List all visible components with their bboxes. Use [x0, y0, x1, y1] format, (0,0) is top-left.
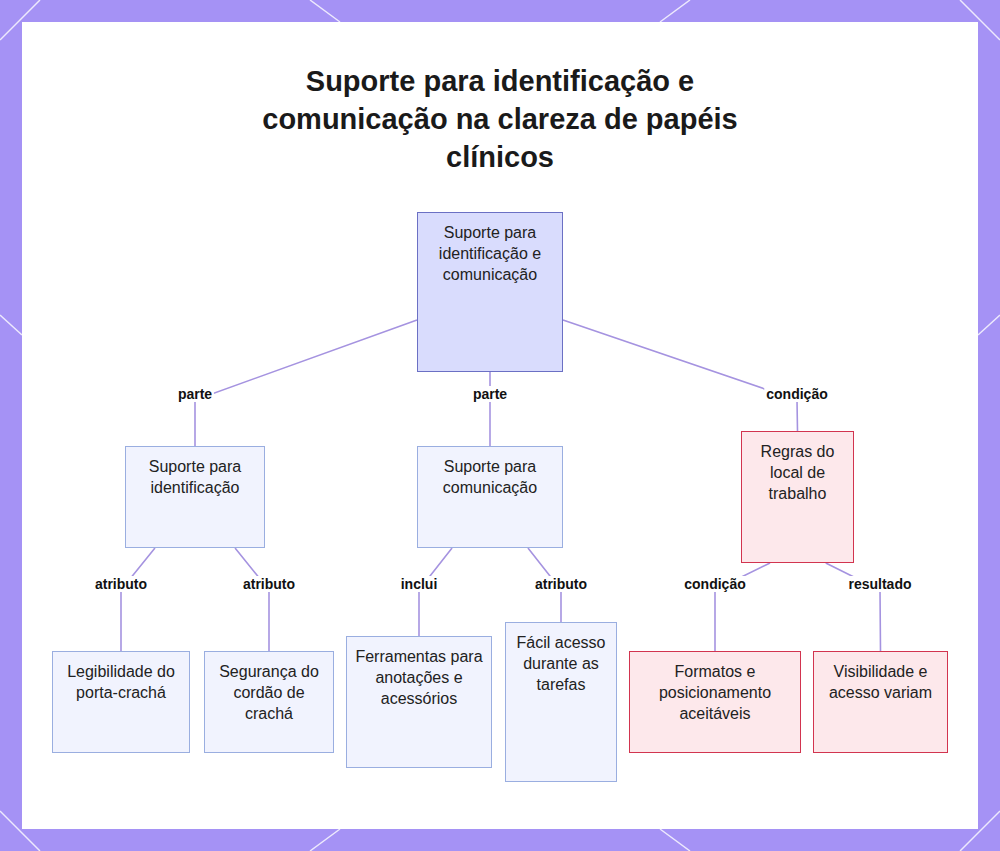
edge-label: condição — [682, 576, 747, 592]
concept-box: Suporte para identificação — [125, 446, 265, 548]
node-label: Formatos e posicionamento aceitáveis — [636, 661, 794, 724]
node-label: Visibilidade e acesso variam — [820, 661, 941, 703]
node-label: Suporte para identificação — [132, 456, 258, 498]
condition-box: Formatos e posicionamento aceitáveis — [629, 651, 801, 753]
edge-label: parte — [176, 386, 214, 402]
root-concept-box: Suporte para identificação e comunicação — [417, 212, 563, 372]
concept-box: Fácil acesso durante as tarefas — [505, 622, 617, 782]
concept-box: Suporte para comunicação — [417, 446, 563, 548]
concept-box: Segurança do cordão de crachá — [204, 651, 334, 753]
edge-label: inclui — [399, 576, 440, 592]
edge-label: atributo — [93, 576, 149, 592]
node-label: Fácil acesso durante as tarefas — [512, 632, 610, 695]
connector-line — [563, 320, 798, 431]
diagram-title: Suporte para identificação e comunicação… — [230, 62, 770, 176]
edge-label: atributo — [533, 576, 589, 592]
connector-line — [195, 320, 417, 446]
node-label: Regras do local de trabalho — [748, 441, 847, 504]
connector-line — [489, 372, 491, 446]
condition-box: Regras do local de trabalho — [741, 431, 854, 563]
edge-label: condição — [764, 386, 829, 402]
edge-label: parte — [471, 386, 509, 402]
edge-label: atributo — [241, 576, 297, 592]
node-label: Segurança do cordão de crachá — [211, 661, 327, 724]
node-label: Suporte para comunicação — [424, 456, 556, 498]
connector-line — [419, 548, 452, 636]
connector-line — [121, 548, 155, 651]
node-label: Ferramentas para anotações e acessórios — [353, 646, 485, 709]
node-label: Legibilidade do porta-crachá — [59, 661, 183, 703]
connector-line — [235, 548, 269, 651]
edge-label: resultado — [846, 576, 913, 592]
concept-box: Ferramentas para anotações e acessórios — [346, 636, 492, 768]
condition-box: Visibilidade e acesso variam — [813, 651, 948, 753]
concept-box: Legibilidade do porta-crachá — [52, 651, 190, 753]
node-label: Suporte para identificação e comunicação — [424, 222, 556, 285]
